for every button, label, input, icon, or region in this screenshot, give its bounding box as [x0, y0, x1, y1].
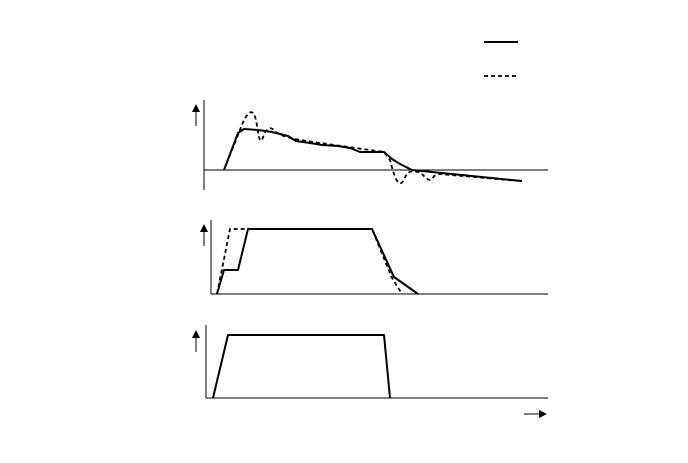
panel-bottom	[192, 325, 548, 399]
top-solid-trace	[223, 128, 523, 182]
panel-top	[192, 100, 548, 190]
legend	[484, 41, 518, 77]
top-dashed-trace	[223, 111, 521, 185]
middle-solid-trace	[216, 228, 419, 295]
bottom-solid-trace	[212, 334, 391, 399]
panel-middle	[200, 220, 548, 295]
